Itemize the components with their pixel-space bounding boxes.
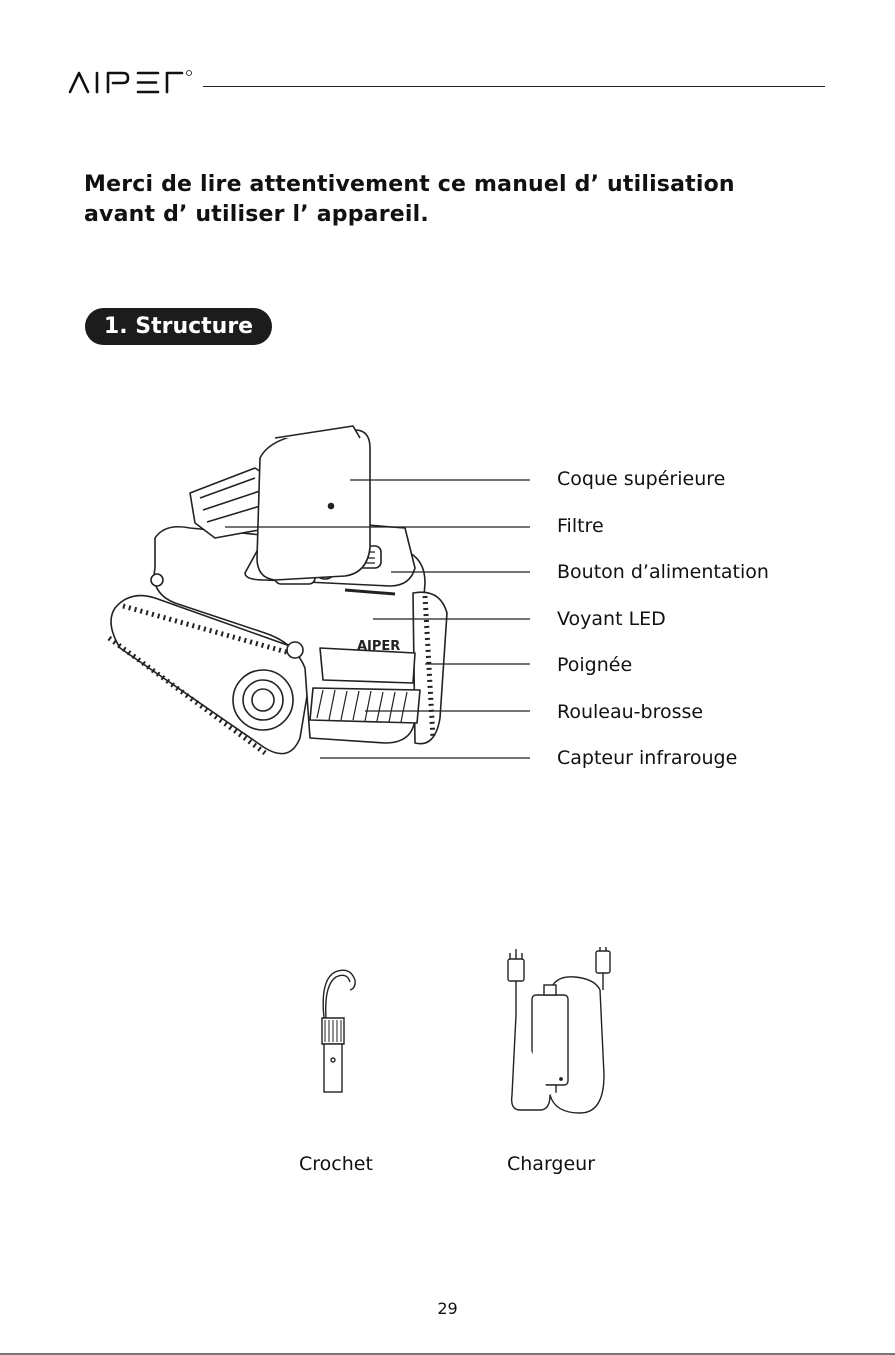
aiper-logo: [68, 64, 198, 98]
charger-icon: [500, 945, 620, 1120]
hook-icon: [310, 960, 360, 1100]
label-capteur-infrarouge: Capteur infrarouge: [557, 746, 737, 770]
label-crochet: Crochet: [299, 1152, 373, 1176]
label-coque-superieure: Coque supérieure: [557, 467, 725, 491]
header-rule: [203, 86, 825, 87]
label-poignee: Poignée: [557, 653, 632, 677]
label-bouton-alimentation: Bouton d’alimentation: [557, 560, 769, 584]
intro-line-1: Merci de lire attentivement ce manuel d’…: [84, 170, 844, 200]
svg-text:AIPER: AIPER: [357, 639, 400, 654]
label-chargeur: Chargeur: [507, 1152, 595, 1176]
intro-text: Merci de lire attentivement ce manuel d’…: [84, 170, 844, 230]
label-rouleau-brosse: Rouleau-brosse: [557, 700, 703, 724]
label-voyant-led: Voyant LED: [557, 607, 666, 631]
pool-robot-illustration: AIPER: [95, 418, 545, 788]
page-number: 29: [0, 1299, 895, 1318]
section-title-badge: 1. Structure: [85, 308, 272, 345]
intro-line-2: avant d’ utiliser l’ appareil.: [84, 200, 844, 230]
label-filtre: Filtre: [557, 514, 604, 538]
